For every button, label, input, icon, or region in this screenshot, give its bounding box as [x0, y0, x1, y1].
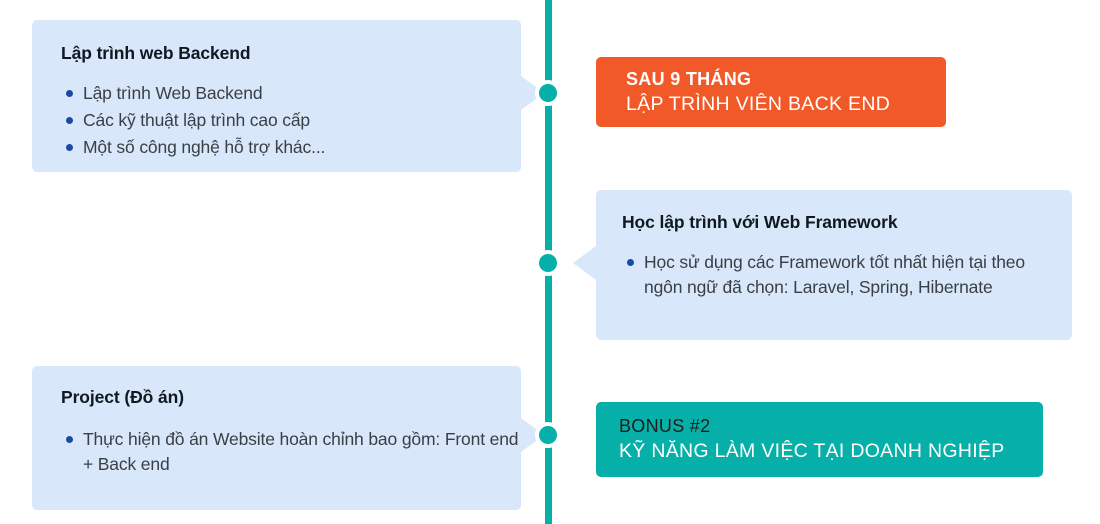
badge-bonus-line1: BONUS #2	[619, 416, 711, 437]
card-backend-title: Lập trình web Backend	[61, 43, 251, 63]
card-project[interactable]: Project (Đồ án) Thực hiện đồ án Website …	[32, 366, 521, 510]
badge-milestone[interactable]: SAU 9 THÁNG LẬP TRÌNH VIÊN BACK END	[596, 57, 946, 127]
card-backend-bullet-list: Lập trình Web Backend Các kỹ thuật lập t…	[61, 81, 521, 160]
badge-milestone-line2: LẬP TRÌNH VIÊN BACK END	[626, 92, 891, 115]
card-framework[interactable]: Học lập trình với Web Framework Học sử d…	[596, 190, 1072, 340]
badge-bonus[interactable]: BONUS #2 KỸ NĂNG LÀM VIỆC TẠI DOANH NGHI…	[596, 402, 1043, 477]
card-backend[interactable]: Lập trình web Backend Lập trình Web Back…	[32, 20, 521, 172]
badge-milestone-line1: SAU 9 THÁNG	[626, 68, 752, 89]
card-framework-title: Học lập trình với Web Framework	[622, 212, 898, 232]
list-item: Học sử dụng các Framework tốt nhất hiện …	[622, 250, 1046, 300]
list-item: Lập trình Web Backend	[61, 81, 521, 106]
list-item: Một số công nghệ hỗ trợ khác...	[61, 135, 521, 160]
badge-bonus-line2: KỸ NĂNG LÀM VIỆC TẠI DOANH NGHIỆP	[619, 440, 1005, 463]
card-framework-bullet-list: Học sử dụng các Framework tốt nhất hiện …	[622, 250, 1046, 300]
timeline-node-2[interactable]	[535, 250, 561, 276]
list-item: Các kỹ thuật lập trình cao cấp	[61, 108, 521, 133]
timeline-node-1[interactable]	[535, 80, 561, 106]
card-project-bullet-list: Thực hiện đồ án Website hoàn chỉnh bao g…	[61, 427, 521, 477]
list-item: Thực hiện đồ án Website hoàn chỉnh bao g…	[61, 427, 521, 477]
timeline-node-3[interactable]	[535, 422, 561, 448]
card-framework-pointer-icon	[573, 246, 596, 280]
card-project-title: Project (Đồ án)	[61, 387, 184, 407]
